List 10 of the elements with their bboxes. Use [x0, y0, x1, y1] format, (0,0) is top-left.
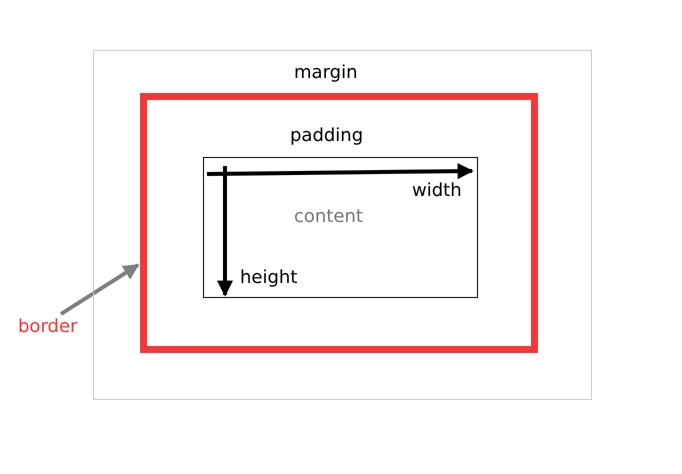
area-label: padding: [290, 125, 364, 147]
area-label: content: [294, 206, 363, 228]
box-model-area: [93, 50, 592, 400]
area-label: border: [18, 316, 78, 338]
dimension-label: width: [412, 180, 462, 202]
box-model-area: [203, 157, 478, 298]
dimension-label: height: [240, 267, 298, 289]
area-label: margin: [294, 62, 358, 84]
leader-arrow: [60, 263, 140, 316]
box-model-area: [140, 93, 538, 353]
